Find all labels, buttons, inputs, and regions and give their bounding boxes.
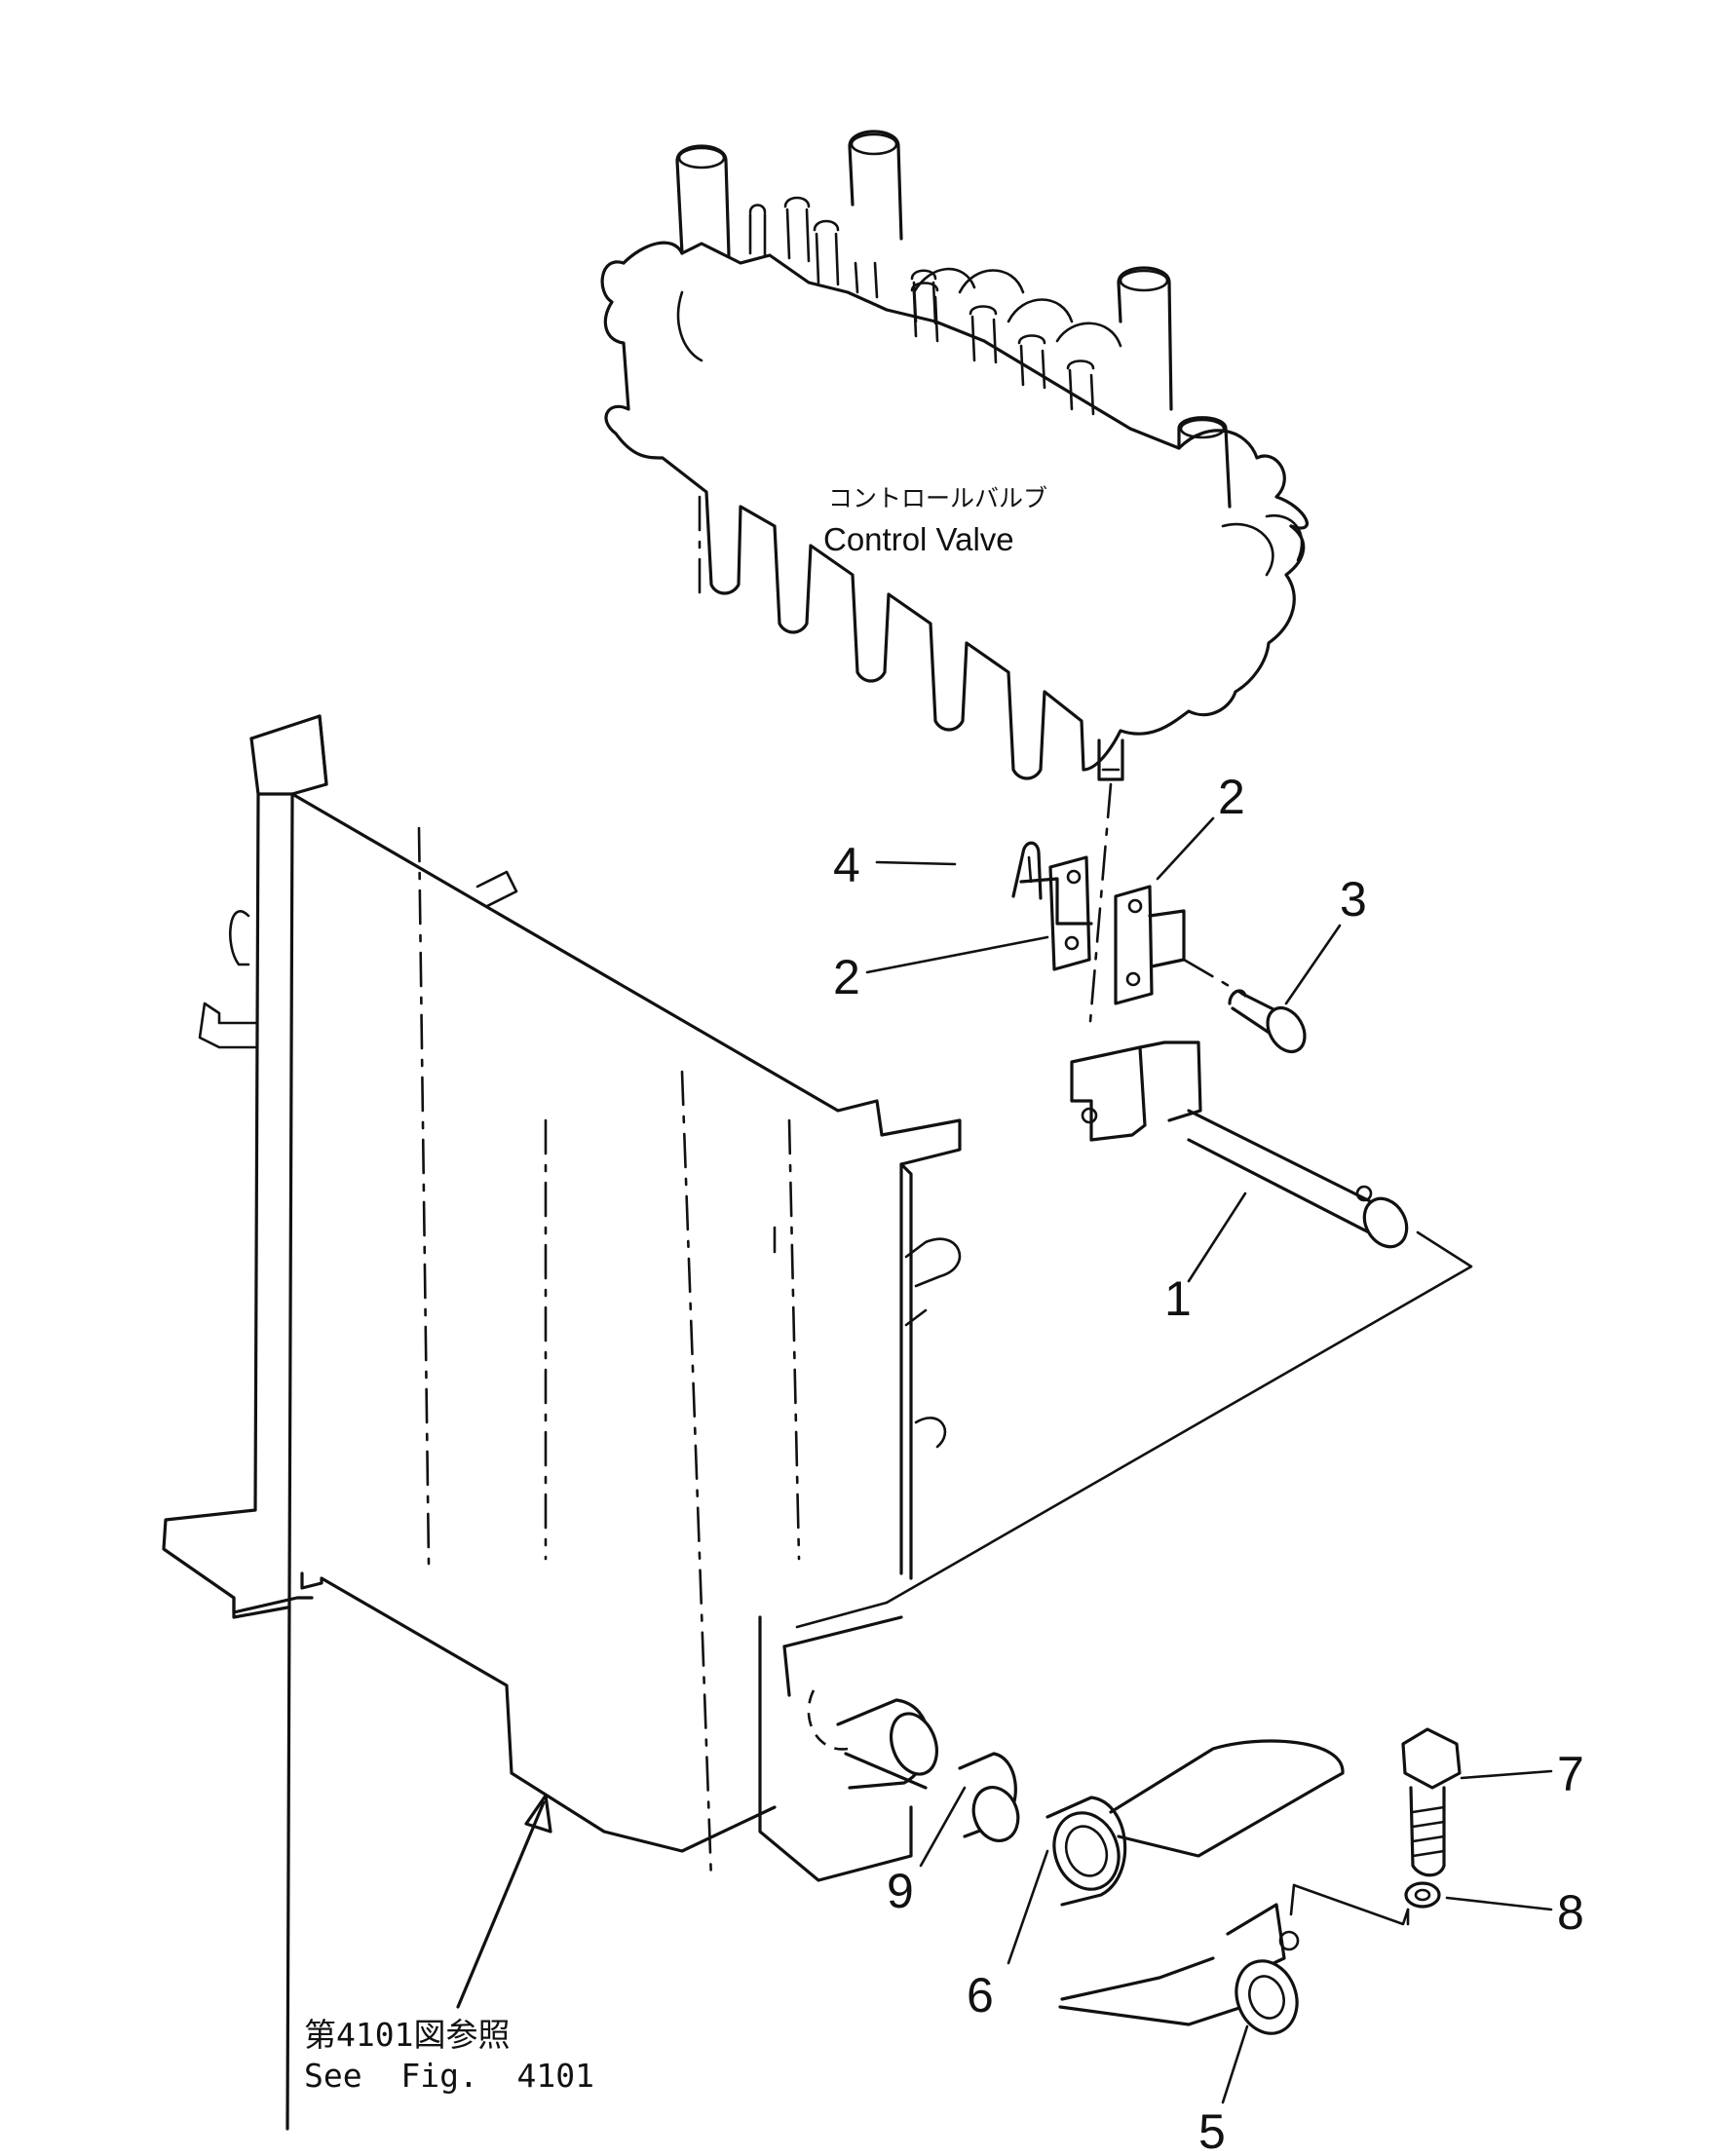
callout-2-upper: 2 (1218, 770, 1245, 824)
callout-1: 1 (1164, 1271, 1192, 1326)
leader-lines (865, 816, 1553, 2104)
reference-note-english: See Fig. 4101 (304, 2057, 594, 2095)
callout-6: 6 (967, 1968, 994, 2023)
reference-note-japanese: 第4101図参照 (304, 2016, 510, 2054)
callout-4: 4 (833, 838, 860, 892)
callout-3: 3 (1340, 872, 1367, 927)
control-valve-drawing (600, 130, 1309, 1035)
mounting-bracket-drawing (162, 714, 962, 2131)
callout-8: 8 (1557, 1885, 1584, 1940)
control-valve-label-english: Control Valve (823, 521, 1014, 557)
callout-9: 9 (887, 1864, 914, 1918)
control-valve-label-japanese: コントロールバルブ (828, 484, 1047, 512)
callout-5: 5 (1198, 2104, 1226, 2156)
linkage-parts-drawing (456, 841, 1473, 2035)
callout-7: 7 (1557, 1747, 1584, 1801)
callout-2-lower: 2 (833, 950, 860, 1004)
